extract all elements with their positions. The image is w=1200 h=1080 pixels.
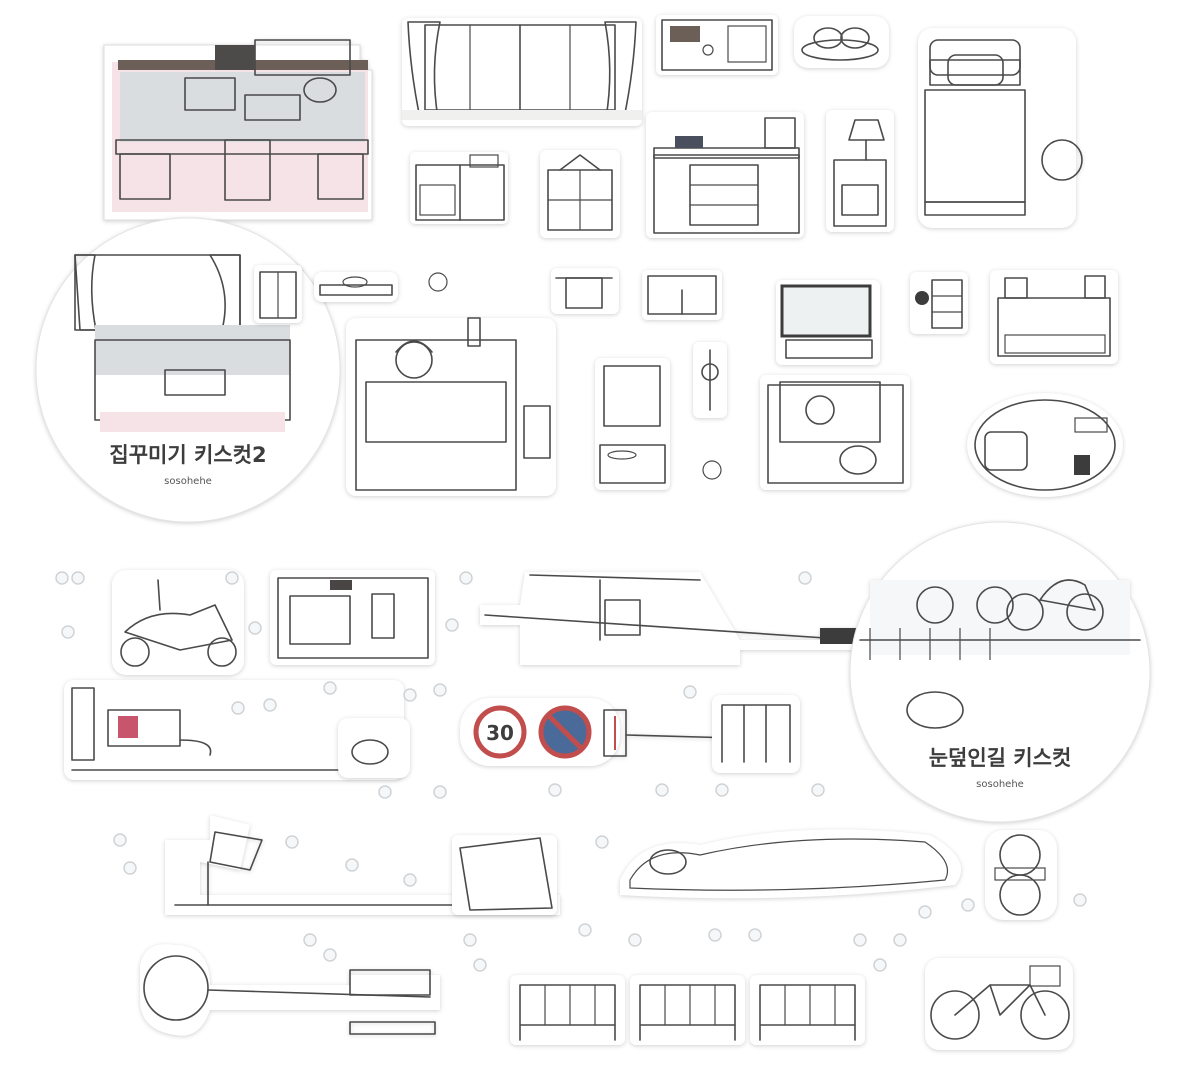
info-board-sticker xyxy=(452,835,557,915)
snowball-sticker xyxy=(428,272,448,292)
loofah-sticker xyxy=(693,342,727,418)
sheet-title-1: 집꾸미기 키스컷2 xyxy=(109,443,266,467)
small-shelf-sticker xyxy=(254,265,302,323)
tea-table-sticker xyxy=(760,375,910,490)
road-sign-sticker: 30 xyxy=(460,698,736,766)
railroad-crossing-sticker xyxy=(480,572,862,665)
snowball-group xyxy=(55,571,1087,972)
sheet-title-sticker-2: 눈덮인길 키스컷 sosohehe xyxy=(849,521,1151,823)
mirror-pole-sticker xyxy=(140,944,440,1036)
bulletin-board-sticker xyxy=(656,15,778,75)
window-sticker xyxy=(402,18,642,126)
sink-sticker xyxy=(595,358,670,490)
scooter-sticker xyxy=(112,570,244,675)
cat-snow-sticker xyxy=(338,718,410,778)
bike-rack-sticker xyxy=(712,695,800,773)
wall-cabinet-sticker xyxy=(642,270,722,320)
low-shelf-sticker xyxy=(990,270,1118,364)
tv-stand-sticker xyxy=(776,280,880,365)
bathtub-sticker xyxy=(346,317,556,496)
shelf-sticker xyxy=(410,152,508,224)
snowball-sticker xyxy=(702,460,722,480)
bicycle-sticker xyxy=(925,958,1073,1050)
bed-sticker xyxy=(918,28,1083,228)
desk-sticker xyxy=(103,39,373,221)
control-panel-sticker xyxy=(270,570,435,665)
drawer-sticker xyxy=(910,272,968,334)
rug-sticker xyxy=(967,393,1123,497)
nightstand-sticker xyxy=(826,110,894,232)
sheet-title-2: 눈덮인길 키스컷 xyxy=(929,746,1072,770)
hanging-shelf-sticker xyxy=(540,150,620,238)
towel-rack-sticker xyxy=(551,268,619,314)
fence-sticker-2 xyxy=(630,975,745,1045)
dresser-sticker xyxy=(646,112,804,238)
speed-limit-text: 30 xyxy=(486,721,514,745)
brand-label-2: sosohehe xyxy=(976,779,1024,790)
soap-dish-sticker xyxy=(314,272,398,302)
sheet-title-sticker-1: 집꾸미기 키스컷2 sosohehe xyxy=(35,217,341,523)
brand-label-1: sosohehe xyxy=(164,476,212,487)
snow-pile-sticker xyxy=(620,829,962,899)
fence-sticker-1 xyxy=(510,975,625,1045)
cat-basket-sticker xyxy=(794,16,889,68)
snowman-sticker xyxy=(985,830,1057,920)
fence-sticker-3 xyxy=(750,975,865,1045)
